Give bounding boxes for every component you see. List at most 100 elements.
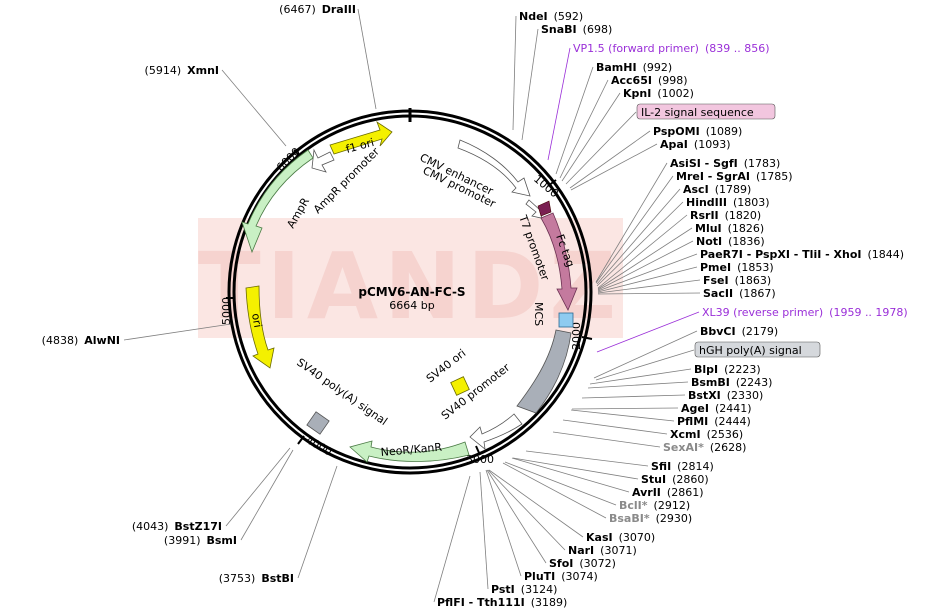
site-name-bsabi: BsaBI* [609, 512, 650, 525]
leader-psti [479, 471, 489, 590]
site-name-vp1-5-forward-primer: VP1.5 (forward primer) [573, 42, 699, 55]
site-pluti: PluTI(3074) [524, 570, 598, 583]
site-pos-sfoi: (3072) [579, 557, 616, 570]
site-name-asci: AscI [683, 183, 709, 196]
site-agei: AgeI(2441) [681, 402, 752, 415]
site-fsei: FseI(1863) [703, 274, 771, 287]
site-pos-hindiii: (1803) [733, 196, 770, 209]
site-name-psti: PstI [491, 583, 515, 596]
leader-asci [596, 188, 681, 285]
site-psti: PstI(3124) [491, 583, 557, 596]
site-pos-pflmi: (2444) [714, 415, 751, 428]
fc-tag-body [537, 200, 552, 217]
leader-bsabi [502, 462, 607, 519]
leader-left-5 [297, 465, 338, 579]
leader-bstxi [581, 394, 686, 399]
site-name-pmei: PmeI [700, 261, 731, 274]
leader-hgh-poly-a-signal [595, 349, 695, 381]
leader-il-2-signal-sequence [565, 111, 637, 185]
site-pos-sfii: (2814) [677, 460, 714, 473]
leader-snabi [521, 28, 539, 141]
site-name-stui: StuI [641, 473, 666, 486]
site-avrii: AvrII(2861) [632, 486, 703, 499]
tick-marks [226, 149, 593, 456]
site-bsmbi: BsmBI (2243) [691, 376, 772, 389]
leader-pluti [485, 469, 522, 577]
site-name-kasi: KasI [586, 531, 613, 544]
site-name-bsmbi: BsmBI [691, 376, 730, 389]
site-stui: StuI (2860) [641, 473, 709, 486]
site-asci: AscI(1789) [683, 183, 751, 196]
site-pos-avrii: (2861) [667, 486, 704, 499]
leader-pflmi [570, 409, 675, 422]
site-name-apai: ApaI [660, 138, 688, 151]
feature-label-il-2-signal-sequence: IL-2 signal sequence [641, 106, 754, 119]
site-paer7i-pspxi-tlii-xhoi: PaeR7I - PspXI - TliI - XhoI(1844) [700, 248, 904, 261]
right-site-labels: NdeI(592)SnaBI(698) VP1.5 (forward primer… [437, 10, 908, 609]
site-xcmi: XcmI(2536) [670, 428, 743, 441]
site-pos-bsabi: (2930) [656, 512, 693, 525]
watermark-text: TIANDZ [198, 233, 622, 340]
ampr-promoter-label: AmpR promoter [311, 145, 382, 216]
site-kasi: KasI (3070) [586, 531, 655, 544]
site-name-fsei: FseI [703, 274, 729, 287]
leader-bamhi [555, 66, 594, 175]
leader-left-1 [221, 69, 287, 147]
site-pos-sexai: (2628) [710, 441, 747, 454]
leader-vp1-5-forward-primer [547, 47, 571, 161]
site-kpni: KpnI(1002) [623, 87, 694, 100]
site-pos-bsmbi: (2243) [736, 376, 773, 389]
site-name-mlui: MluI [695, 222, 722, 235]
leader-kpni [561, 92, 621, 182]
site-name-sfoi: SfoI [549, 557, 573, 570]
site-pos-bstxi: (2330) [727, 389, 764, 402]
feature-box-il-2-signal-sequence [636, 103, 776, 120]
neo-arrow [349, 440, 470, 463]
site-ndei: NdeI(592) [519, 10, 583, 23]
leader-apai [570, 143, 658, 191]
neo-label: NeoR/KanR [380, 441, 443, 459]
site-apai: ApaI (1093) [660, 138, 730, 151]
site-alwni: (4838)AlwNI [42, 334, 120, 347]
site-pos-apai: (1093) [694, 138, 731, 151]
site-name-pflmi: PflMI [677, 415, 708, 428]
leader-pmei [597, 266, 698, 293]
leader-mrei-sgrai [595, 175, 674, 284]
site-pmei: PmeI(1853) [700, 261, 774, 274]
leader-pflfi-tth111i [433, 475, 471, 603]
site-draiii: (6467)DraIII [279, 3, 356, 16]
leader-acc65i [559, 79, 609, 179]
site-bstz17i: (4043)BstZ17I [132, 520, 222, 533]
site-bstxi: BstXI(2330) [688, 389, 763, 402]
leader-rsrii [597, 214, 688, 289]
site-name-pflfi-tth111i: PflFI - Tth111I [437, 596, 525, 609]
feature-label-hgh-poly-a-signal: hGH poly(A) signal [699, 344, 802, 357]
site-pos-stui: (2860) [672, 473, 709, 486]
site-pos-mlui: (1826) [728, 222, 765, 235]
leader-sexai [552, 431, 661, 448]
site-name-nari: NarI [568, 544, 594, 557]
site-pos-kasi: (3070) [619, 531, 656, 544]
leader-fsei [597, 279, 701, 294]
site-name-xcmi: XcmI [670, 428, 701, 441]
site-pos-bcli: (2912) [654, 499, 691, 512]
site-mlui: MluI (1826) [695, 222, 764, 235]
site-xl39-reverse-primer: XL39 (reverse primer) (1959 .. 1978) [702, 306, 908, 319]
site-bamhi: BamHI(992) [596, 61, 672, 74]
site-pos-pflfi-tth111i: (3189) [531, 596, 568, 609]
leader-bbvci [593, 330, 698, 379]
site-bstbi: (3753)BstBI [219, 572, 294, 585]
ampr-arrow [241, 149, 314, 254]
leader-lines [123, 8, 701, 603]
plasmid-size: 6664 bp [389, 299, 434, 312]
site-pos-xl39-reverse-primer: (1959 .. 1978) [829, 306, 908, 319]
site-bsabi: BsaBI* (2930) [609, 512, 692, 525]
leader-avrii [511, 457, 630, 493]
leader-left-0 [357, 8, 377, 110]
site-name-blpi: BlpI [694, 363, 718, 376]
mcs-box [558, 312, 574, 328]
site-acc65i: Acc65I(998) [611, 74, 688, 87]
site-snabi: SnaBI(698) [541, 23, 612, 36]
site-name-xl39-reverse-primer: XL39 (reverse primer) [702, 306, 823, 319]
leader-noti [597, 240, 694, 291]
